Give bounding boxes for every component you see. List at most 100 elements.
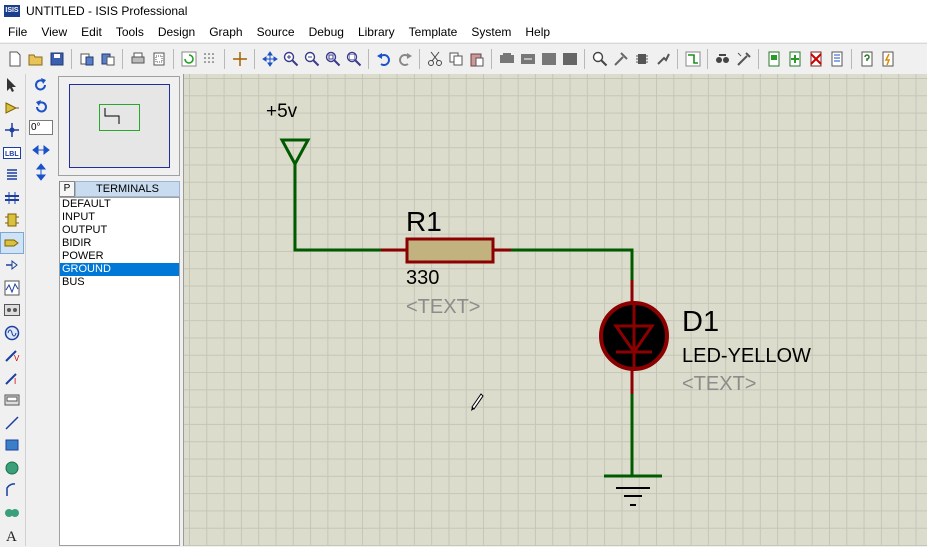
current-probe-icon[interactable]: I xyxy=(0,367,24,390)
menu-view[interactable]: View xyxy=(41,25,68,39)
property-assignment-icon[interactable] xyxy=(733,48,754,69)
component-mode-icon[interactable] xyxy=(0,97,24,120)
overview-view-rectangle[interactable] xyxy=(99,104,140,131)
terminal-power[interactable]: POWER xyxy=(62,250,104,262)
block-copy-icon[interactable] xyxy=(496,48,517,69)
overview-window[interactable] xyxy=(58,76,180,176)
pick-button[interactable]: P xyxy=(59,181,75,197)
mirror-vertical-icon[interactable] xyxy=(27,161,55,183)
wire-label-icon[interactable]: LBL xyxy=(0,142,24,165)
bus-icon[interactable] xyxy=(0,187,24,210)
menu-help[interactable]: Help xyxy=(525,25,551,39)
rotation-angle-field[interactable] xyxy=(29,120,53,135)
title-bar: ISIS UNTITLED - ISIS Professional xyxy=(0,0,927,22)
menu-template[interactable]: Template xyxy=(408,25,458,39)
mirror-horizontal-icon[interactable] xyxy=(27,139,55,161)
menu-debug[interactable]: Debug xyxy=(308,25,344,39)
grid-icon[interactable] xyxy=(199,48,220,69)
new-file-icon[interactable] xyxy=(4,48,25,69)
text-icon[interactable]: A xyxy=(0,524,24,547)
print-icon[interactable] xyxy=(127,48,148,69)
import-section-icon[interactable] xyxy=(76,48,97,69)
path-icon[interactable] xyxy=(0,502,24,525)
bill-of-materials-icon[interactable] xyxy=(826,48,847,69)
terminals-mode-icon[interactable] xyxy=(0,231,24,254)
terminal-default[interactable]: DEFAULT xyxy=(62,198,111,210)
paste-icon[interactable] xyxy=(466,48,487,69)
menu-system[interactable]: System xyxy=(471,25,512,39)
save-icon[interactable] xyxy=(46,48,67,69)
wire-r1-to-d1[interactable] xyxy=(511,248,634,280)
netlist-to-ares-icon[interactable] xyxy=(877,48,898,69)
wire-power-to-r1[interactable] xyxy=(293,164,381,252)
terminal-bus[interactable]: BUS xyxy=(62,276,85,288)
arc-icon[interactable] xyxy=(0,479,24,502)
remove-sheet-icon[interactable] xyxy=(805,48,826,69)
virtual-instruments-icon[interactable] xyxy=(0,389,24,412)
decompose-icon[interactable] xyxy=(652,48,673,69)
selection-mode-icon[interactable] xyxy=(0,74,24,97)
cut-icon[interactable] xyxy=(424,48,445,69)
zoom-area-icon[interactable] xyxy=(343,48,364,69)
menu-design[interactable]: Design xyxy=(157,25,196,39)
box-icon[interactable] xyxy=(0,434,24,457)
terminal-bidir[interactable]: BIDIR xyxy=(62,237,92,249)
menu-edit[interactable]: Edit xyxy=(81,25,102,39)
overview-sheet-frame xyxy=(69,84,170,168)
text-script-icon[interactable] xyxy=(0,164,24,187)
menu-graph[interactable]: Graph xyxy=(209,25,243,39)
junction-dot-icon[interactable] xyxy=(0,119,24,142)
terminal-ground[interactable]: GROUND xyxy=(60,263,179,276)
resistor-r1[interactable] xyxy=(381,237,511,264)
zoom-all-icon[interactable] xyxy=(322,48,343,69)
block-move-icon[interactable] xyxy=(517,48,538,69)
terminal-output[interactable]: OUTPUT xyxy=(62,224,108,236)
resistor-r1-value: 330 xyxy=(406,267,439,289)
redo-icon[interactable] xyxy=(394,48,415,69)
wire-autorouter-icon[interactable] xyxy=(682,48,703,69)
menu-library[interactable]: Library xyxy=(357,25,395,39)
generator-icon[interactable] xyxy=(0,322,24,345)
power-terminal[interactable] xyxy=(279,138,311,168)
block-delete-icon[interactable] xyxy=(559,48,580,69)
open-file-icon[interactable] xyxy=(25,48,46,69)
block-rotate-icon[interactable] xyxy=(538,48,559,69)
graph-mode-icon[interactable] xyxy=(0,277,24,300)
make-device-icon[interactable] xyxy=(610,48,631,69)
voltage-probe-icon[interactable]: V xyxy=(0,344,24,367)
app-logo-icon: ISIS xyxy=(4,5,20,17)
rotate-anticlockwise-icon[interactable] xyxy=(27,96,55,118)
tape-recorder-icon[interactable] xyxy=(0,299,24,322)
line-icon[interactable] xyxy=(0,412,24,435)
copy-icon[interactable] xyxy=(445,48,466,69)
zoom-out-icon[interactable] xyxy=(301,48,322,69)
packaging-tool-icon[interactable] xyxy=(631,48,652,69)
ground-terminal[interactable] xyxy=(604,474,662,506)
add-sheet-icon[interactable] xyxy=(784,48,805,69)
rotate-clockwise-icon[interactable] xyxy=(27,74,55,96)
menu-source[interactable]: Source xyxy=(256,25,295,39)
led-d1[interactable] xyxy=(599,280,669,394)
menu-file[interactable]: File xyxy=(8,25,28,39)
export-section-icon[interactable] xyxy=(97,48,118,69)
schematic-canvas[interactable]: +5v R1 330 <TEXT> D1 LED-YELLOW <TEXT> xyxy=(183,74,927,546)
terminal-input[interactable]: INPUT xyxy=(62,211,95,223)
object-selector-list[interactable]: DEFAULT INPUT OUTPUT BIDIR POWER GROUND … xyxy=(59,197,180,546)
circle-icon[interactable] xyxy=(0,457,24,480)
object-selector-title: TERMINALS xyxy=(75,181,180,197)
print-area-icon[interactable] xyxy=(148,48,169,69)
menu-tools[interactable]: Tools xyxy=(115,25,144,39)
object-selector-header: P TERMINALS xyxy=(59,181,180,197)
origin-icon[interactable] xyxy=(229,48,250,69)
electrical-rules-check-icon[interactable] xyxy=(856,48,877,69)
pan-icon[interactable] xyxy=(259,48,280,69)
zoom-in-icon[interactable] xyxy=(280,48,301,69)
undo-icon[interactable] xyxy=(373,48,394,69)
svg-text:A: A xyxy=(6,529,17,543)
device-pins-icon[interactable] xyxy=(0,254,24,277)
new-sheet-icon[interactable] xyxy=(763,48,784,69)
subcircuit-icon[interactable] xyxy=(0,209,24,232)
refresh-icon[interactable] xyxy=(178,48,199,69)
search-and-tag-icon[interactable] xyxy=(712,48,733,69)
pick-device-icon[interactable] xyxy=(589,48,610,69)
